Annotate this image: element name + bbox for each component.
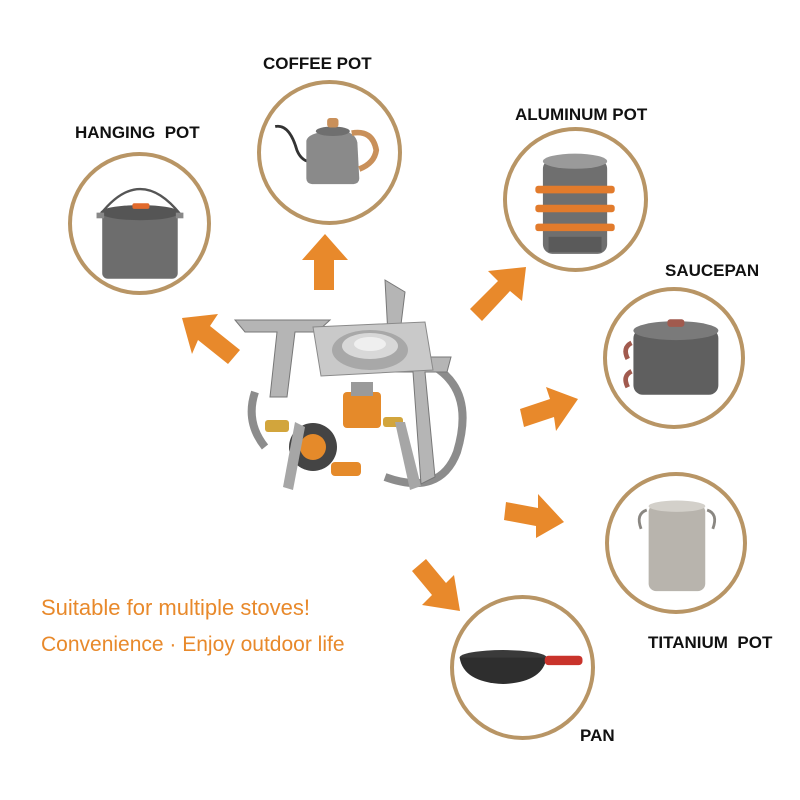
arrow-to-hanging-pot xyxy=(182,314,240,364)
arrow-to-saucepan xyxy=(520,387,578,431)
saucepan-icon xyxy=(623,319,719,395)
arrow-to-coffee-pot xyxy=(302,234,348,290)
label-aluminum-pot: ALUMINUM POT xyxy=(515,105,648,124)
tagline-headline: Suitable for multiple stoves! xyxy=(41,595,311,620)
label-saucepan: SAUCEPAN xyxy=(665,261,760,280)
label-hanging-pot: HANGING POT xyxy=(75,123,200,142)
arrow-to-aluminum-pot xyxy=(470,267,526,321)
titanium-pot-image xyxy=(605,472,747,614)
coffee-pot-image xyxy=(257,80,402,225)
camping-stove-image xyxy=(233,279,467,490)
hanging-pot-icon xyxy=(96,188,184,279)
label-titanium-pot: TITANIUM POT xyxy=(648,633,773,652)
pan-icon xyxy=(459,650,583,685)
hanging-pot-image xyxy=(68,152,211,295)
saucepan-image xyxy=(603,287,745,429)
label-coffee-pot: COFFEE POT xyxy=(263,54,372,73)
label-pan: PAN xyxy=(580,726,615,745)
aluminum-pot-image xyxy=(503,127,648,272)
coffee-pot-icon xyxy=(274,118,380,185)
arrow-to-pan xyxy=(412,559,460,611)
pan-image xyxy=(450,595,595,740)
arrow-to-titanium-pot xyxy=(504,494,564,538)
tagline-subline: Convenience · Enjoy outdoor life xyxy=(41,633,345,656)
aluminum-pot-icon xyxy=(535,153,615,254)
titanium-pot-icon xyxy=(637,500,717,592)
